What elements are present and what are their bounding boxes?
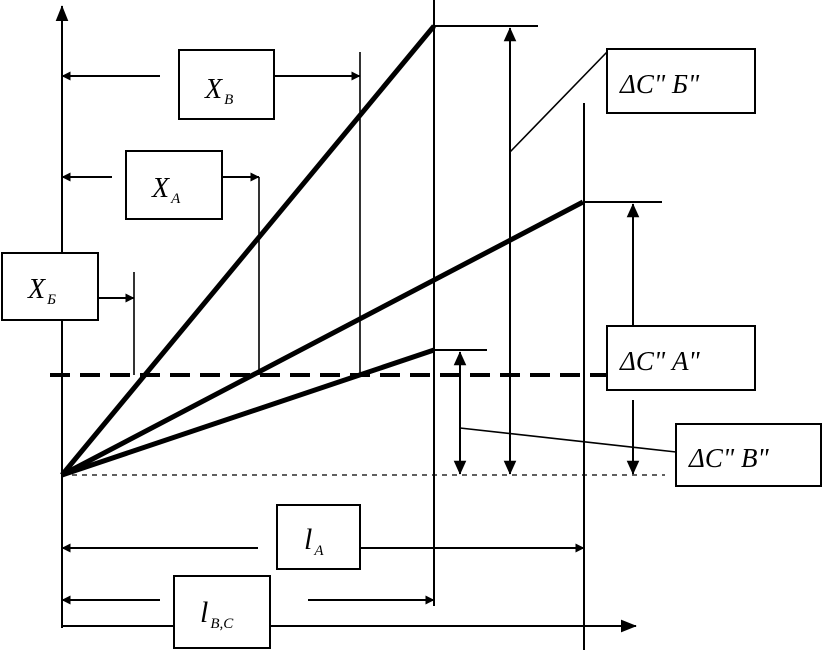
sloped-line-a <box>60 199 585 478</box>
svg-text:XА: XА <box>151 173 181 207</box>
label-delta-cb: ΔC" Б" <box>606 48 756 114</box>
svg-text:XБ: XБ <box>27 274 56 308</box>
sloped-line-v <box>61 347 435 478</box>
svg-text:ΔC" В": ΔC" В" <box>688 443 769 473</box>
svg-text:ΔC" А": ΔC" А" <box>619 346 700 376</box>
label-delta-cv: ΔC" В" <box>675 423 822 487</box>
sloped-line-b <box>60 24 436 477</box>
label-delta-ca: ΔC" А" <box>606 325 756 391</box>
svg-text:XВ: XВ <box>204 74 233 108</box>
svg-text:lВ,С: lВ,С <box>200 596 234 632</box>
leader-dcv <box>459 427 677 453</box>
leader-dcb <box>509 51 608 153</box>
svg-text:lА: lА <box>304 523 324 559</box>
svg-text:ΔC" Б": ΔC" Б" <box>619 69 700 99</box>
